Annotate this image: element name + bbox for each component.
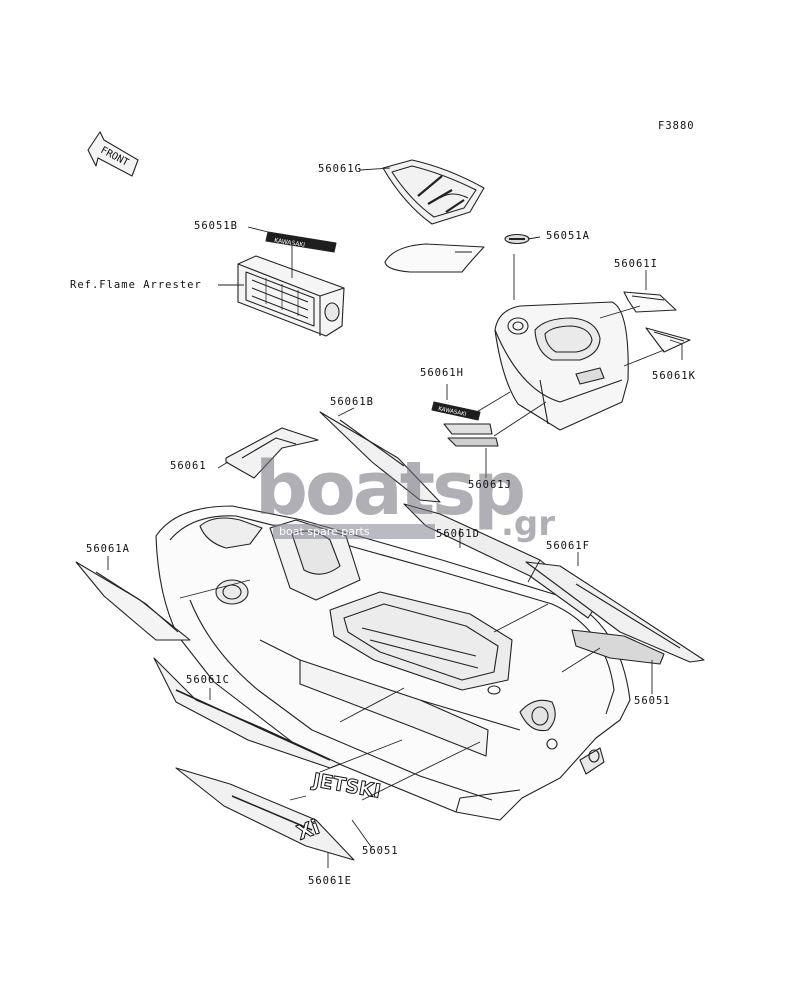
decal-56061A [75, 561, 191, 641]
hull-body [155, 505, 631, 821]
label-56061C: 56061C [186, 674, 230, 686]
decal-56061F [525, 561, 705, 663]
label-56061D: 56061D [436, 528, 480, 540]
label-56061H: 56061H [420, 367, 464, 379]
decal-56061E: Xi [175, 767, 355, 861]
decal-56061B [319, 411, 441, 503]
leader-lines [107, 167, 683, 868]
seat-pad [384, 243, 485, 273]
decal-56061H: KAWASAKI [431, 401, 481, 421]
decal-56061H-text: KAWASAKI [438, 406, 467, 418]
flame-arrester [237, 255, 345, 337]
label-56051-right: 56051 [634, 695, 671, 707]
label-56051-bottom: 56051 [362, 845, 399, 857]
decal-56061I [623, 291, 677, 313]
label-56061F: 56061F [546, 540, 590, 552]
nameplate-text: KAWASAKI [274, 237, 306, 249]
decal-56061 [225, 427, 319, 479]
decal-56061G [382, 159, 485, 225]
label-56051B: 56051B [194, 220, 238, 232]
decal-56061K [645, 327, 691, 353]
watermark: boatsp .gr boat spare parts [255, 452, 555, 552]
label-56061: 56061 [170, 460, 207, 472]
label-56061G: 56061G [318, 163, 362, 175]
label-56061J: 56061J [468, 479, 512, 491]
label-56061B: 56061B [330, 396, 374, 408]
label-ref-flame-arrester: Ref.Flame Arrester [70, 279, 202, 291]
front-arrow-icon: FRONT [87, 131, 139, 177]
figure-code: F3880 [658, 120, 695, 132]
decal-56051-right [571, 629, 665, 665]
nameplate-56051B: KAWASAKI [265, 231, 337, 253]
decal-56061D [403, 503, 597, 619]
label-56061E: 56061E [308, 875, 352, 887]
decal-56061J [443, 423, 499, 447]
watermark-brand: boatsp [255, 446, 526, 532]
watermark-subtitle: boat spare parts [273, 524, 435, 539]
label-56061A: 56061A [86, 543, 130, 555]
label-56061I: 56061I [614, 258, 658, 270]
label-56061K: 56061K [652, 370, 696, 382]
label-56051A: 56051A [546, 230, 590, 242]
watermark-suffix: .gr [501, 504, 556, 544]
emblem-56051A [504, 233, 530, 245]
upper-deck-cover [494, 301, 629, 431]
